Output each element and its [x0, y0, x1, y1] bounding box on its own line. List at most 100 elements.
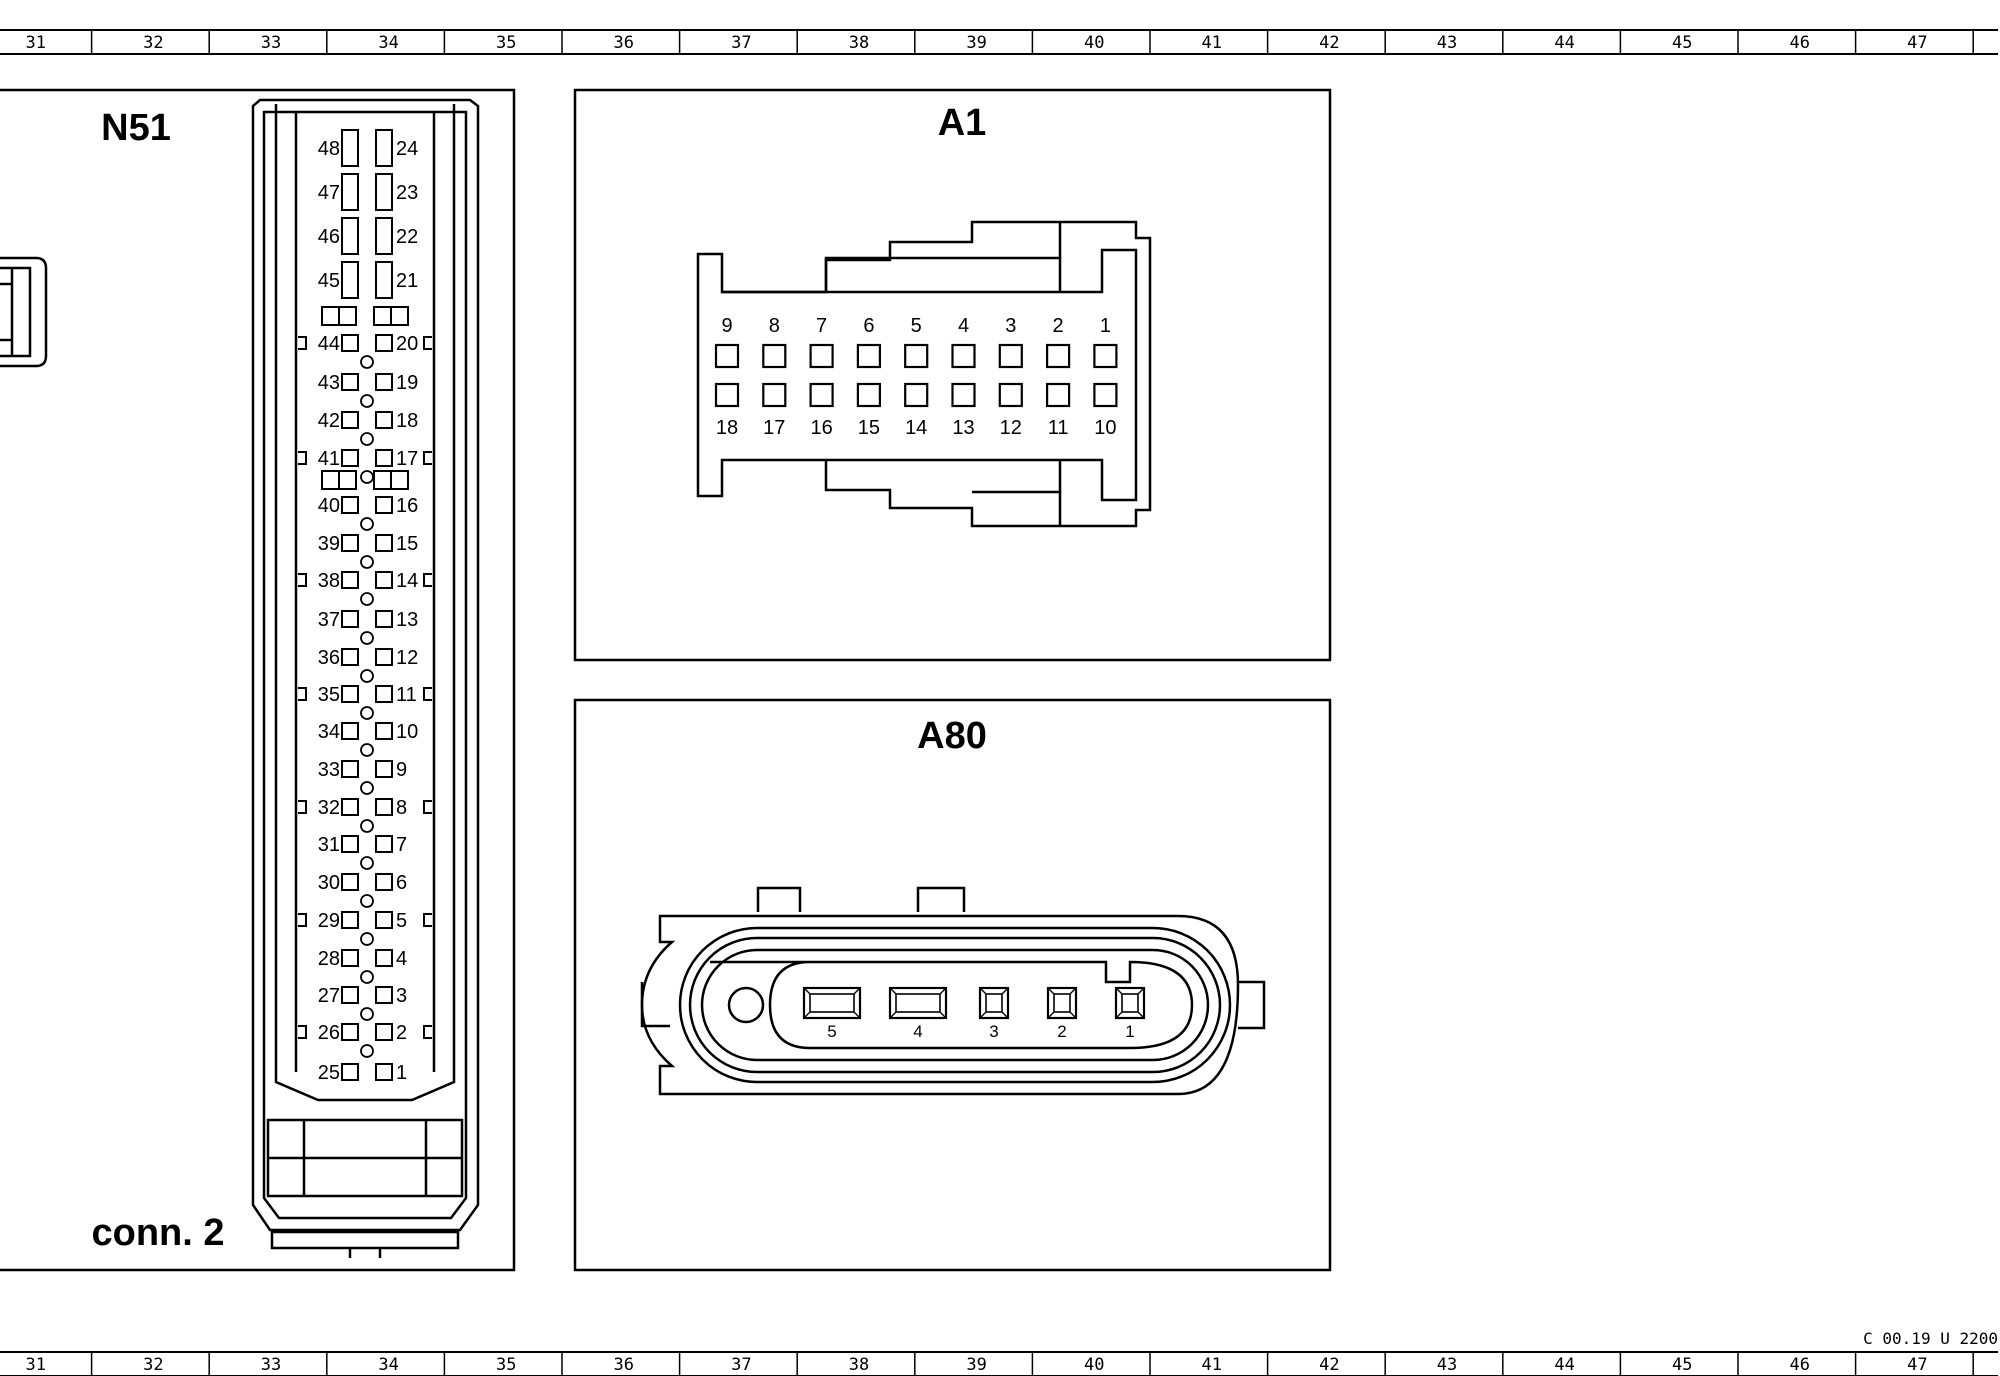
n51-pin-label: 22 — [396, 226, 418, 248]
n51-side-key — [423, 800, 432, 814]
n51-cavity — [375, 1063, 393, 1081]
a1-pin-label: 4 — [958, 315, 969, 337]
n51-cavity — [341, 496, 359, 514]
ruler-column-number: 32 — [143, 33, 163, 53]
n51-cavity-separator — [360, 1044, 374, 1058]
a80-title: A80 — [917, 715, 987, 757]
n51-pin-label: 17 — [396, 448, 418, 470]
n51-cavity — [341, 129, 359, 167]
n51-side-key — [423, 451, 432, 465]
ruler-column-number: 35 — [496, 1355, 516, 1375]
n51-cavity-separator — [360, 355, 374, 369]
n51-cavity — [375, 949, 393, 967]
a1-cavity — [951, 343, 976, 369]
n51-pin-label: 8 — [396, 797, 407, 819]
a1-pin-label: 10 — [1094, 417, 1116, 439]
a1-pin-label: 11 — [1048, 417, 1069, 439]
a1-cavity — [856, 343, 882, 369]
n51-pin-label: 14 — [396, 570, 418, 592]
a80-pin-label: 4 — [913, 1022, 922, 1041]
n51-side-key — [423, 573, 432, 587]
adjacent-connector-stub — [0, 256, 48, 368]
a1-cavity — [809, 382, 834, 408]
ruler-column-number: 40 — [1084, 33, 1104, 53]
n51-cavity — [375, 534, 393, 552]
n51-pin-label: 1 — [396, 1062, 407, 1084]
ruler-column-number: 37 — [731, 33, 751, 53]
a1-cavity — [1045, 382, 1071, 408]
n51-cavity — [341, 798, 359, 816]
a1-pin-label: 16 — [810, 417, 832, 439]
a80-connector-housing — [640, 886, 1266, 1096]
a80-pin-label: 2 — [1057, 1022, 1066, 1041]
n51-side-key — [298, 1025, 307, 1039]
n51-pin-label: 46 — [318, 226, 340, 248]
n51-cavity-separator — [360, 932, 374, 946]
ruler-column-number: 44 — [1554, 33, 1574, 53]
n51-pin-label: 38 — [318, 570, 340, 592]
n51-cavity-separator — [360, 743, 374, 757]
n51-side-key — [298, 451, 307, 465]
a1-pin-label: 18 — [716, 417, 738, 439]
ruler-column-number: 31 — [26, 33, 46, 53]
ruler-column-number: 43 — [1437, 33, 1457, 53]
n51-pin-label: 41 — [318, 448, 340, 470]
a1-cavity — [762, 343, 787, 369]
n51-pin-label: 2 — [396, 1022, 407, 1044]
n51-pin-label: 29 — [318, 910, 340, 932]
n51-side-key — [298, 573, 307, 587]
n51-subtitle: conn. 2 — [91, 1212, 224, 1254]
a1-cavity — [904, 343, 929, 369]
ruler-column-number: 32 — [143, 1355, 163, 1375]
a1-pin-label: 2 — [1053, 315, 1064, 337]
a1-pin-label: 14 — [905, 417, 927, 439]
a80-cavity — [1114, 986, 1146, 1020]
n51-cavity — [375, 449, 393, 467]
n51-cavity-separator — [360, 894, 374, 908]
a1-pin-label: 13 — [952, 417, 974, 439]
ruler-column-number: 37 — [731, 1355, 751, 1375]
a80-cavity — [888, 986, 948, 1020]
n51-pin-label: 33 — [318, 759, 340, 781]
n51-cavity — [341, 648, 359, 666]
ruler-column-number: 31 — [26, 1355, 46, 1375]
n51-pin-label: 28 — [318, 948, 340, 970]
ruler-column-number: 38 — [849, 33, 869, 53]
n51-cavity — [341, 835, 359, 853]
n51-cavity — [341, 373, 359, 391]
n51-pin-label: 4 — [396, 948, 407, 970]
n51-pin-label: 21 — [396, 270, 418, 292]
ruler-column-number: 42 — [1319, 33, 1339, 53]
a1-pin-label: 7 — [816, 315, 827, 337]
n51-cavity — [375, 986, 393, 1004]
n51-pin-label: 11 — [396, 684, 417, 706]
ruler-column-number: 39 — [966, 1355, 986, 1375]
n51-pin-label: 26 — [318, 1022, 340, 1044]
n51-side-key — [423, 1025, 432, 1039]
n51-pin-label: 13 — [396, 609, 418, 631]
a1-cavity — [951, 382, 976, 408]
a1-cavity — [762, 382, 787, 408]
n51-cavity — [341, 760, 359, 778]
n51-pin-label: 30 — [318, 872, 340, 894]
a1-pin-label: 15 — [858, 417, 880, 439]
a80-pin-label: 5 — [827, 1022, 836, 1041]
n51-connector-housing — [251, 98, 480, 1258]
ruler-column-number: 34 — [378, 33, 398, 53]
ruler-column-number: 39 — [966, 33, 986, 53]
n51-pin-label: 16 — [396, 495, 418, 517]
n51-cavity — [375, 648, 393, 666]
ruler-column-number: 46 — [1790, 33, 1810, 53]
a80-cavity — [1046, 986, 1078, 1020]
ruler-column-number: 41 — [1202, 1355, 1222, 1375]
n51-cavity — [341, 411, 359, 429]
n51-cavity-separator — [360, 470, 374, 484]
n51-pin-label: 34 — [318, 721, 340, 743]
ruler-column-number: 38 — [849, 1355, 869, 1375]
n51-cavity — [375, 129, 393, 167]
n51-side-key — [298, 687, 307, 701]
ruler-column-number: 36 — [614, 1355, 634, 1375]
n51-pin-label: 44 — [318, 333, 340, 355]
